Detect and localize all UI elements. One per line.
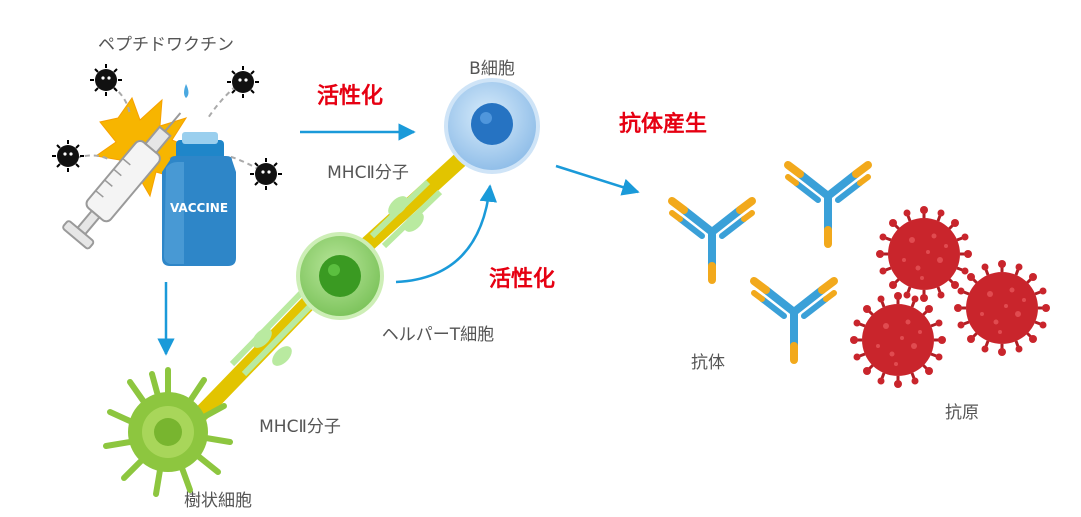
vaccine-bottle-label: VACCINE: [170, 201, 228, 215]
antibody-icon: [788, 165, 868, 244]
antibody-icon: [672, 201, 752, 280]
activation-label-mid: 活性化: [489, 266, 555, 292]
vaccine-bottle-icon: [162, 132, 236, 266]
syringe-icon: [62, 112, 182, 250]
droplet-icon: [184, 84, 189, 98]
antibody-label: 抗体: [691, 353, 725, 373]
small-virus-icon: [51, 139, 85, 173]
antigen-virus-icon: [952, 258, 1052, 358]
helper-t-cell-icon: [296, 232, 384, 320]
small-virus-icon: [226, 65, 260, 99]
dendritic-cell-label: 樹状細胞: [184, 491, 252, 511]
b-cell-label: B細胞: [469, 59, 515, 79]
mhc2-lower-label: MHCⅡ分子: [259, 417, 341, 437]
peptide-vaccine-illustration: VACCINE ペプチドワクチン: [51, 35, 283, 266]
small-virus-icon: [89, 63, 123, 97]
peptide-vaccine-label: ペプチドワクチン: [98, 35, 234, 55]
mhc2-upper-label: MHCⅡ分子: [327, 163, 409, 183]
b-cell-icon: [444, 78, 540, 174]
activation-label-top: 活性化: [317, 83, 383, 109]
antibody-production-arrow: [555, 164, 640, 196]
antigen-virus-icon: [848, 290, 948, 390]
small-virus-icon: [249, 157, 283, 191]
antibody-production-label: 抗体産生: [619, 111, 707, 137]
helper-t-cell-label: ヘルパーT細胞: [382, 325, 494, 345]
antibody-icon: [754, 281, 834, 360]
dendritic-cell-icon: [103, 367, 233, 497]
antigen-label: 抗原: [945, 403, 979, 423]
antigen-virus-icon: [874, 204, 974, 304]
activation-arrow-curved: [395, 184, 497, 284]
